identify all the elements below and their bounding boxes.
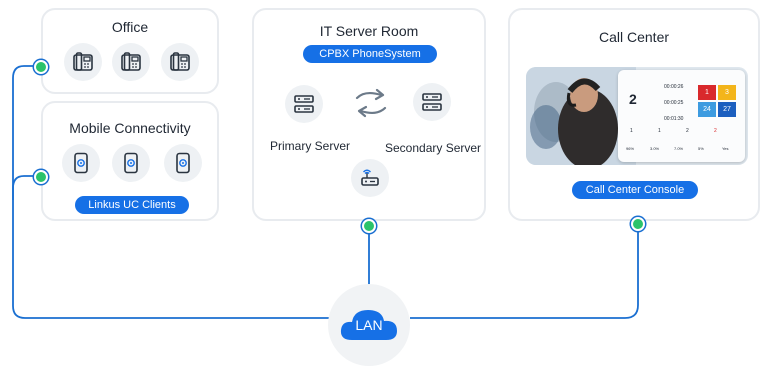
sync-arrows-icon — [355, 88, 387, 118]
dashboard-stat: 2 — [714, 128, 717, 134]
dashboard-footer: 3.0% — [650, 146, 660, 151]
dashboard-time: 00:01:30 — [664, 116, 684, 122]
office-connection-node — [34, 60, 48, 74]
dashboard-footer: Yes — [722, 146, 729, 151]
lan-label: LAN — [355, 317, 383, 333]
dashboard-footer: 5% — [698, 146, 704, 151]
call-center-title: Call Center — [598, 29, 670, 45]
mobile-phone-icon — [62, 144, 100, 182]
server-connection-node — [362, 219, 376, 233]
dashboard-time: 00:00:26 — [664, 84, 684, 90]
dashboard-tile: 24 — [698, 102, 716, 117]
mobile-phone-icon — [164, 144, 202, 182]
dashboard-stat: 2 — [686, 128, 689, 134]
dashboard-stat: 1 — [630, 128, 633, 134]
office-title: Office — [111, 19, 149, 35]
agent-photo: 2 00:00:26 00:00:25 00:01:30 1 3 24 27 1… — [526, 67, 748, 165]
office-card: Office — [41, 8, 219, 94]
lan-hub: LAN — [328, 284, 410, 366]
mobile-connection-node — [34, 170, 48, 184]
server-icon — [285, 85, 323, 123]
desk-phone-icon — [112, 43, 150, 81]
server-room-title: IT Server Room — [319, 23, 419, 39]
mobile-phone-icon — [112, 144, 150, 182]
mobile-card: Mobile Connectivity Linkus UC Clients — [41, 101, 219, 221]
server-icon — [413, 83, 451, 121]
cpbx-pill: CPBX PhoneSystem — [303, 45, 437, 63]
dashboard-stat: 1 — [658, 128, 661, 134]
dashboard-footer: 96% — [626, 146, 635, 151]
server-room-card: IT Server Room CPBX PhoneSystem Primary … — [252, 8, 486, 221]
desk-phone-icon — [161, 43, 199, 81]
dashboard-footer: 7.0% — [674, 146, 684, 151]
linkus-clients-pill: Linkus UC Clients — [75, 196, 189, 214]
dashboard-big-number: 2 — [629, 91, 637, 107]
dashboard-panel: 2 00:00:26 00:00:25 00:01:30 1 3 24 27 1… — [618, 70, 745, 162]
cloud-icon — [340, 310, 397, 340]
call-center-console-pill: Call Center Console — [572, 181, 698, 199]
dashboard-tile: 3 — [718, 85, 736, 100]
dashboard-tile: 1 — [698, 85, 716, 100]
secondary-server-label: Secondary Server — [385, 141, 482, 155]
dashboard-tile: 27 — [718, 102, 736, 117]
dashboard-time: 00:00:25 — [664, 100, 684, 106]
desk-phone-icon — [64, 43, 102, 81]
call-center-connection-node — [631, 217, 645, 231]
mobile-title: Mobile Connectivity — [69, 120, 191, 136]
primary-server-label: Primary Server — [270, 139, 351, 153]
router-icon — [351, 159, 389, 197]
